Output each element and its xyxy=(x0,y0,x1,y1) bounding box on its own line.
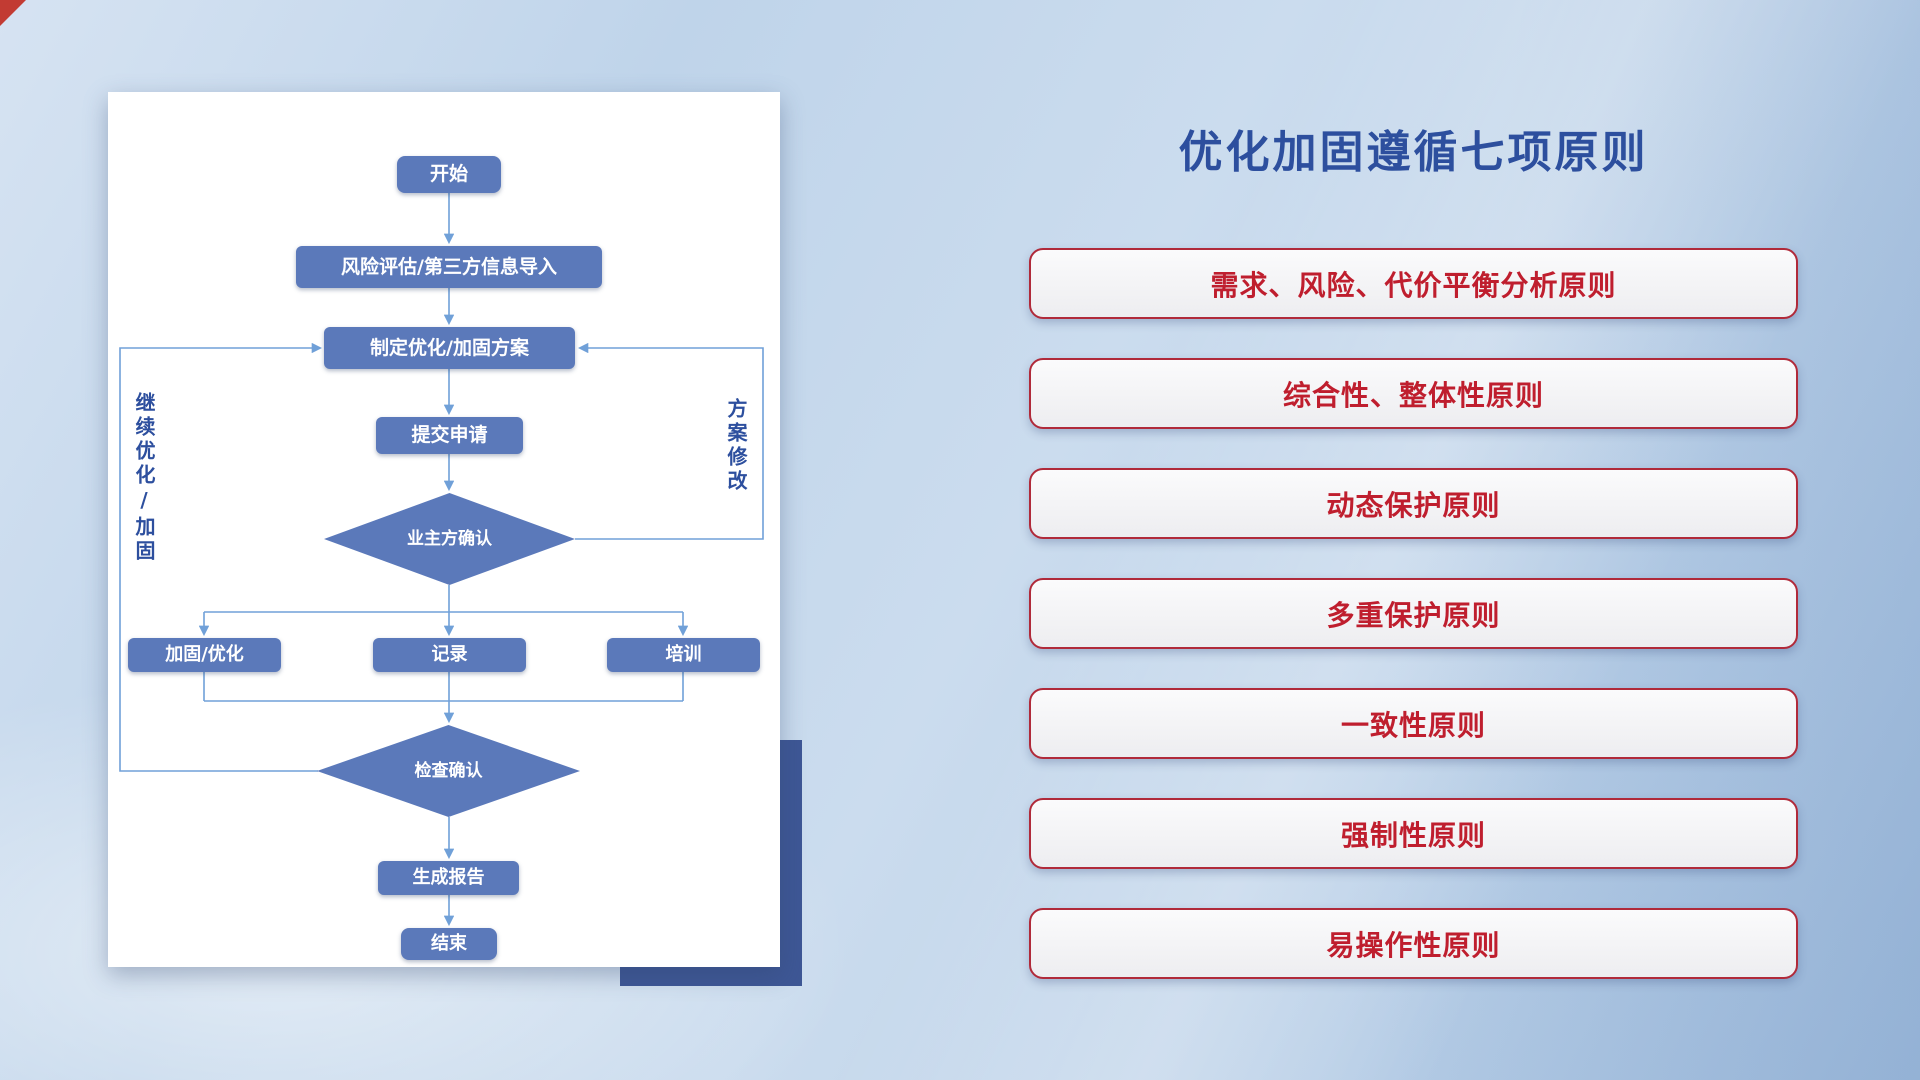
flow-node-report: 生成报告 xyxy=(378,861,519,895)
flow-node-submit: 提交申请 xyxy=(376,417,523,454)
principle-card-3: 动态保护原则 xyxy=(1029,468,1798,539)
flow-node-start: 开始 xyxy=(397,156,501,193)
principle-card-2: 综合性、整体性原则 xyxy=(1029,358,1798,429)
flow-connectors xyxy=(119,193,764,927)
page-title: 优化加固遵循七项原则 xyxy=(1178,127,1649,178)
flow-node-train: 培训 xyxy=(607,638,760,672)
principle-card-5: 一致性原则 xyxy=(1029,688,1798,759)
principle-card-4: 多重保护原则 xyxy=(1029,578,1798,649)
flow-node-risk-import: 风险评估/第三方信息导入 xyxy=(296,246,602,288)
flow-label-continue-loop: 继续优化/加固 xyxy=(132,392,156,564)
flow-node-make-plan: 制定优化/加固方案 xyxy=(324,327,575,369)
flowchart-card: 开始 风险评估/第三方信息导入 制定优化/加固方案 提交申请 业主方确认 加固/… xyxy=(108,92,780,967)
flow-label-revise-loop: 方案修改 xyxy=(724,398,748,494)
principle-card-6: 强制性原则 xyxy=(1029,798,1798,869)
flow-node-harden: 加固/优化 xyxy=(128,638,281,672)
principles-panel: 优化加固遵循七项原则 需求、风险、代价平衡分析原则 综合性、整体性原则 动态保护… xyxy=(1029,116,1798,1018)
flow-node-end: 结束 xyxy=(401,928,497,960)
corner-logo xyxy=(0,0,26,26)
principle-card-7: 易操作性原则 xyxy=(1029,908,1798,979)
principle-card-1: 需求、风险、代价平衡分析原则 xyxy=(1029,248,1798,319)
flow-node-record: 记录 xyxy=(373,638,526,672)
